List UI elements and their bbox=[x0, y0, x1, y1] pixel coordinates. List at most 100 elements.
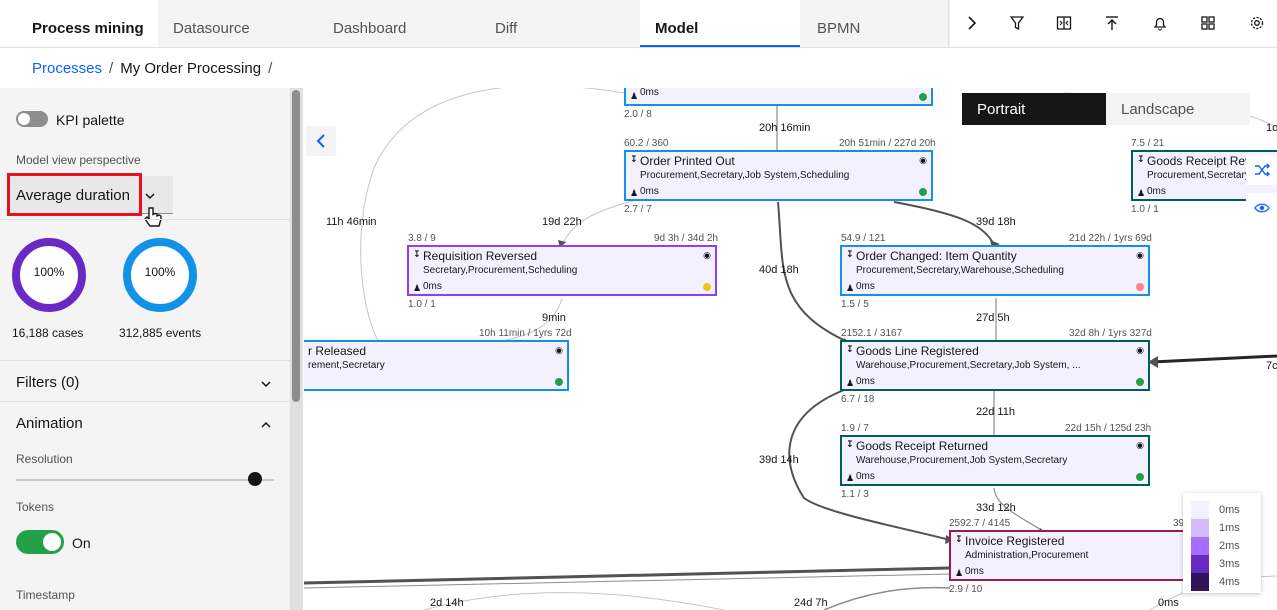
node-duration: 0ms bbox=[1147, 186, 1166, 197]
legend-label: 0ms bbox=[1219, 504, 1240, 516]
portrait-button[interactable]: Portrait bbox=[962, 93, 1106, 125]
process-node-goods-line-registered[interactable]: ↧ Goods Line Registered ◉ Warehouse,Proc… bbox=[840, 340, 1150, 391]
node-duration-stats: 22d 15h / 125d 23h bbox=[1065, 423, 1152, 434]
person-icon: ♟ bbox=[630, 91, 639, 101]
notification-icon[interactable] bbox=[1149, 12, 1171, 34]
status-dot bbox=[919, 93, 927, 101]
node-duration: 0ms bbox=[640, 88, 659, 98]
perspective-dropdown[interactable]: Average duration bbox=[10, 176, 173, 214]
node-title: Order Changed: Item Quantity bbox=[856, 249, 1017, 263]
person-icon: ♟ bbox=[1137, 188, 1146, 198]
app-title: Process mining bbox=[32, 20, 144, 37]
settings-icon[interactable]: ◉ bbox=[1136, 250, 1144, 260]
node-frequency: 1.0 / 1 bbox=[408, 299, 436, 310]
sort-icon: ↧ bbox=[413, 249, 421, 259]
status-dot bbox=[1136, 378, 1144, 386]
node-duration: 0ms bbox=[856, 471, 875, 482]
toolbar bbox=[948, 0, 1277, 47]
settings-icon[interactable] bbox=[1246, 12, 1268, 34]
upload-icon[interactable] bbox=[1101, 12, 1123, 34]
chevron-left-icon bbox=[316, 134, 325, 148]
edge-label: 40d 18h bbox=[759, 264, 799, 276]
settings-icon[interactable]: ◉ bbox=[1136, 345, 1144, 355]
node-title: Goods Receipt Rev bbox=[1147, 154, 1252, 168]
node-duration-stats: 21d 22h / 1yrs 69d bbox=[1069, 233, 1152, 244]
tab-datasource[interactable]: Datasource bbox=[173, 20, 250, 37]
node-duration-stats: 39 bbox=[1173, 518, 1185, 529]
timestamp-label: Timestamp bbox=[16, 588, 75, 602]
hand-cursor-icon bbox=[143, 206, 165, 235]
legend-swatch bbox=[1191, 501, 1209, 519]
edge-label: 22d 11h bbox=[976, 406, 1015, 418]
status-dot bbox=[1136, 283, 1144, 291]
tab-model[interactable]: Model bbox=[640, 0, 800, 47]
process-node-goods-receipt-returned[interactable]: ↧ Goods Receipt Returned ◉ Warehouse,Pro… bbox=[840, 435, 1150, 486]
breadcrumb-processes[interactable]: Processes bbox=[32, 60, 103, 77]
edge-label: 27d 5h bbox=[976, 312, 1010, 324]
duration-legend: 0ms 1ms 2ms 3ms 4ms bbox=[1183, 493, 1261, 593]
sort-icon: ↧ bbox=[1137, 154, 1145, 164]
node-duration: 0ms bbox=[856, 281, 875, 292]
node-frequency: 2.0 / 8 bbox=[624, 109, 652, 120]
tab-diff[interactable]: Diff bbox=[495, 20, 518, 37]
kpi-palette-toggle[interactable] bbox=[16, 111, 48, 127]
edge-label: 20h 16min bbox=[759, 122, 811, 134]
filter-icon[interactable] bbox=[1006, 12, 1028, 34]
person-icon: ♟ bbox=[630, 188, 639, 198]
filters-header[interactable]: Filters (0) bbox=[16, 374, 80, 391]
node-title: Goods Receipt Returned bbox=[856, 439, 989, 453]
top-navigation-bar: Process mining Datasource Dashboard Diff… bbox=[0, 0, 1277, 48]
process-node-order-printed-out[interactable]: ↧ Order Printed Out ◉ Procurement,Secret… bbox=[624, 150, 933, 201]
apps-icon[interactable] bbox=[1197, 12, 1219, 34]
view-icon[interactable] bbox=[1246, 193, 1277, 223]
cases-ring: 100% bbox=[12, 238, 86, 312]
settings-icon[interactable]: ◉ bbox=[703, 250, 711, 260]
settings-icon[interactable]: ◉ bbox=[919, 155, 927, 165]
legend-label: 3ms bbox=[1219, 558, 1240, 570]
breadcrumb-separator: / bbox=[268, 60, 273, 77]
process-node-released[interactable]: r Released ◉ rement,Secretary bbox=[304, 340, 569, 391]
legend-label: 4ms bbox=[1219, 576, 1240, 588]
sort-icon: ↧ bbox=[955, 534, 963, 544]
node-frequency: 1.5 / 5 bbox=[841, 299, 869, 310]
person-icon: ♟ bbox=[846, 378, 855, 388]
process-node[interactable]: ♟ 0ms bbox=[624, 88, 933, 106]
sort-icon: ↧ bbox=[846, 249, 854, 259]
node-roles: Secretary,Procurement,Scheduling bbox=[423, 265, 578, 276]
breadcrumb: Processes/My Order Processing/ bbox=[32, 60, 279, 77]
node-roles: Procurement,Secretary,Job System,Schedul… bbox=[640, 170, 850, 181]
process-node-order-changed-item-quantity[interactable]: ↧ Order Changed: Item Quantity ◉ Procure… bbox=[840, 245, 1150, 296]
node-duration-stats: 20h 51min / 227d 20h bbox=[839, 138, 936, 149]
chevron-down-icon[interactable] bbox=[260, 376, 272, 394]
edge-label: 33d 12h bbox=[976, 502, 1016, 514]
tokens-toggle[interactable] bbox=[16, 530, 64, 554]
chevron-up-icon[interactable] bbox=[260, 417, 272, 435]
compare-icon[interactable] bbox=[1053, 12, 1075, 34]
node-case-stats: 2152.1 / 3167 bbox=[841, 328, 903, 339]
breadcrumb-separator: / bbox=[109, 60, 114, 77]
sidebar-scroll-thumb[interactable] bbox=[292, 90, 300, 402]
tab-dashboard[interactable]: Dashboard bbox=[333, 20, 407, 37]
edge-label: 7c bbox=[1266, 360, 1277, 372]
node-roles: Administration,Procurement bbox=[965, 550, 1089, 561]
process-edges bbox=[304, 88, 1277, 610]
collapse-sidebar-button[interactable] bbox=[306, 126, 336, 156]
node-roles: Warehouse,Procurement,Job System,Secreta… bbox=[856, 455, 1068, 466]
resolution-slider-track[interactable] bbox=[16, 479, 274, 481]
node-title: Goods Line Registered bbox=[856, 344, 979, 358]
animation-header[interactable]: Animation bbox=[16, 415, 83, 432]
resolution-slider-handle[interactable] bbox=[248, 472, 262, 486]
node-roles: Procurement,Secretary bbox=[1147, 170, 1250, 181]
process-node-requisition-reversed[interactable]: ↧ Requisition Reversed ◉ Secretary,Procu… bbox=[407, 245, 717, 296]
legend-label: 1ms bbox=[1219, 522, 1240, 534]
dropdown-highlight-box bbox=[7, 173, 142, 216]
landscape-button[interactable]: Landscape bbox=[1121, 101, 1195, 118]
settings-icon[interactable]: ◉ bbox=[555, 345, 563, 355]
chevron-right-icon[interactable] bbox=[961, 12, 983, 34]
edge-label: 2d 14h bbox=[430, 597, 464, 609]
process-model-canvas[interactable]: ♟ 0ms 2.0 / 8 60.2 / 360 20h 51min / 227… bbox=[304, 88, 1277, 610]
tab-bpmn[interactable]: BPMN bbox=[817, 20, 861, 37]
shuffle-icon[interactable] bbox=[1246, 155, 1277, 185]
cases-percent: 100% bbox=[33, 265, 65, 279]
settings-icon[interactable]: ◉ bbox=[1136, 440, 1144, 450]
